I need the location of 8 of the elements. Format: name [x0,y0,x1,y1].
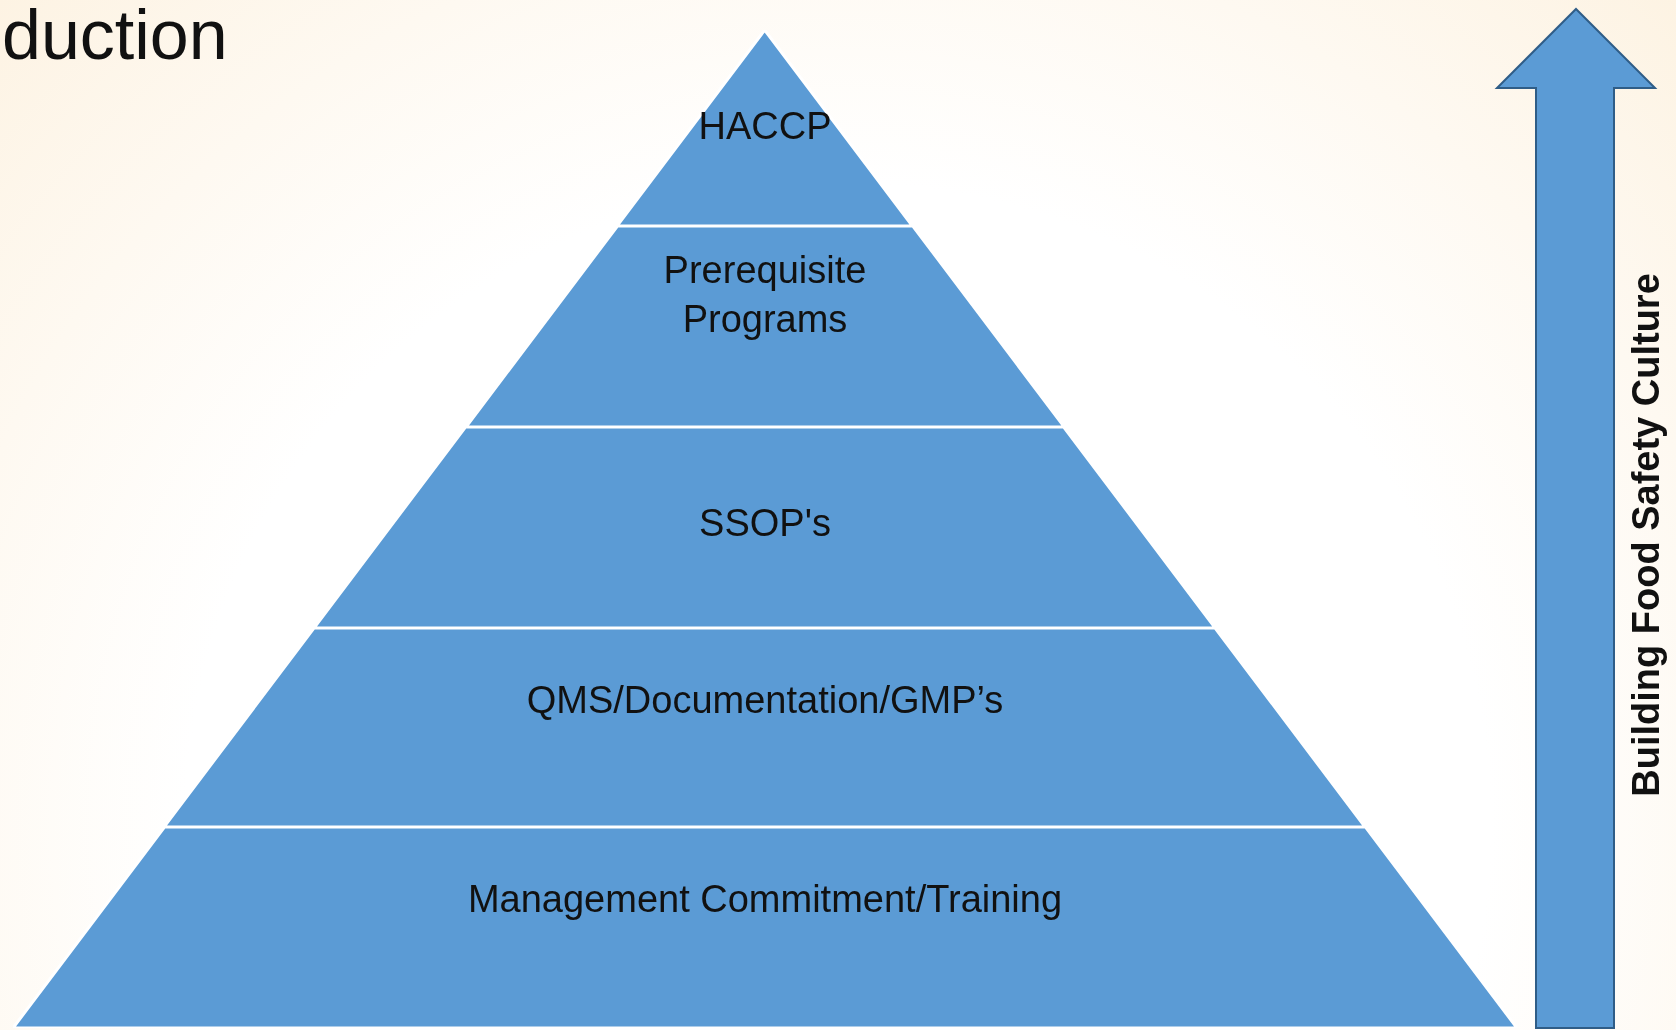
tier-label: HACCP [698,104,832,149]
tier-label: SSOP's [699,501,831,546]
arrow-caption: Building Food Safety Culture [1624,273,1668,797]
tier-label: Management Commitment/Training [467,877,1063,922]
tier-label: QMS/Documentation/GMP’s [526,678,1004,723]
tier-label: Prerequisite Programs [662,248,868,343]
slide-title: duction [2,0,228,70]
pyramid-tier [13,827,1517,1028]
